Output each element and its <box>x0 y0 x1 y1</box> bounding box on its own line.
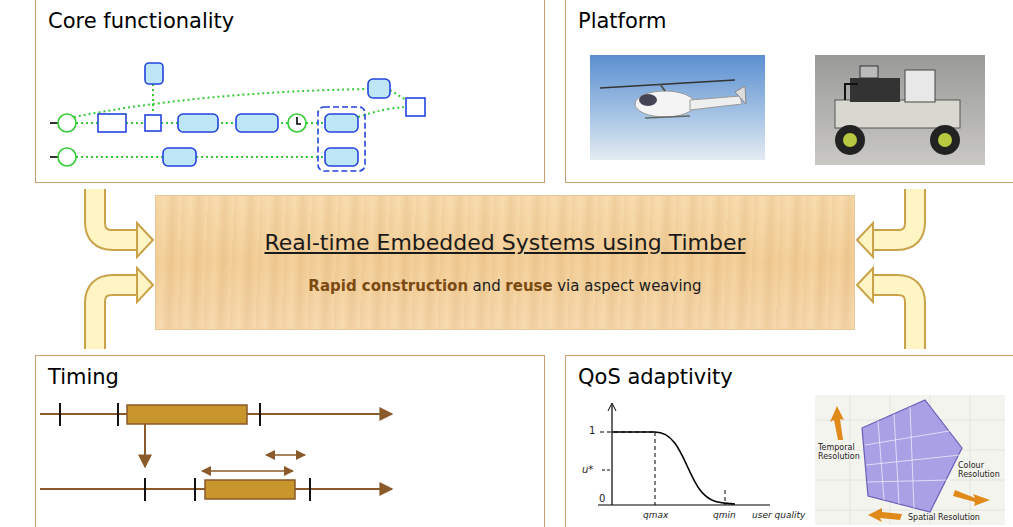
utility-chart <box>598 403 770 505</box>
dataflow-graph <box>74 84 406 157</box>
subtitle-phrase: via aspect weaving <box>557 277 701 295</box>
subtitle-phrase: Rapid construction <box>308 277 468 295</box>
banner-subtitle: Rapid construction andreuse via aspect wea… <box>308 277 701 295</box>
axis-label: qmin <box>713 511 736 521</box>
timing-illustration <box>40 403 392 501</box>
curved-arrow <box>857 268 915 349</box>
aspect-panel: Timing <box>35 355 545 527</box>
aspect-panel: Core functionality <box>35 0 545 183</box>
panel-heading: Platform <box>566 0 667 33</box>
robot-car-photo <box>815 55 985 165</box>
graph-elements <box>50 63 425 171</box>
panel-heading: Timing <box>36 356 119 389</box>
panel-heading: QoS adaptivity <box>566 356 733 389</box>
mesh-axis-label: Spatial Resolution <box>908 514 980 523</box>
axis-label: qmax <box>643 511 668 521</box>
banner-title: Real-time Embedded Systems using Timber <box>264 230 745 255</box>
aspect-panel: Platform <box>565 0 1013 183</box>
axis-tick: 0 <box>599 493 605 504</box>
curved-arrow <box>95 189 153 257</box>
mesh-axis-label: Temporal Resolution <box>818 444 862 462</box>
axis-tick: 1 <box>589 425 595 436</box>
quality-mesh <box>815 395 1005 525</box>
axis-label: u* <box>582 464 593 475</box>
mesh-axis-label: Colour Resolution <box>958 462 1002 480</box>
curved-arrow <box>95 268 153 349</box>
helicopter-photo <box>590 55 765 160</box>
subtitle-phrase: and <box>473 277 501 295</box>
aspect-panel: QoS adaptivity <box>565 355 1013 527</box>
curved-arrow <box>857 189 915 257</box>
panel-heading: Core functionality <box>36 0 234 33</box>
axis-label: user quality <box>752 511 805 521</box>
subtitle-phrase: reuse <box>505 277 552 295</box>
title-banner: Real-time Embedded Systems using TimberR… <box>155 195 855 330</box>
